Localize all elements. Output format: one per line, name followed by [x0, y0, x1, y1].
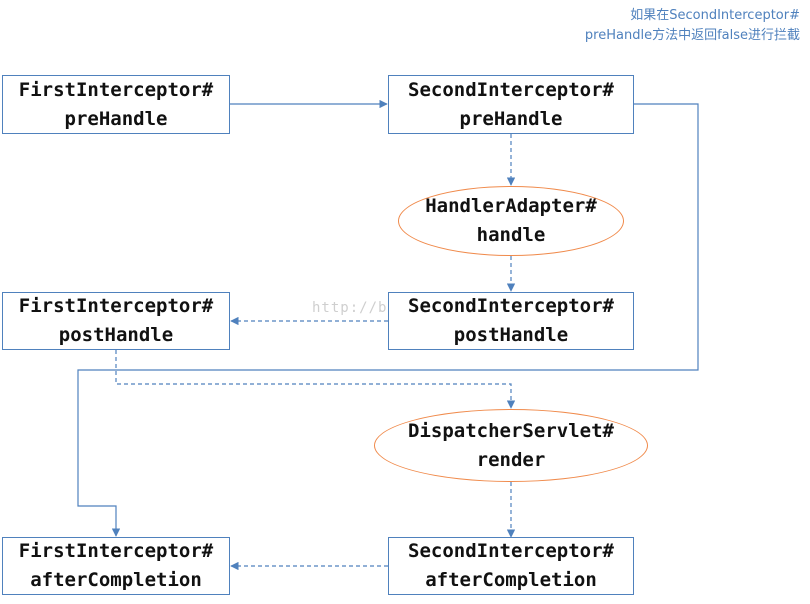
node-label-line-2: afterCompletion [30, 569, 202, 591]
node-label-line-1: FirstInterceptor# [18, 295, 214, 317]
node-label-line-2: handle [476, 224, 546, 246]
node-handler-adapter: HandlerAdapter# handle [398, 186, 624, 256]
node-label-line-2: render [476, 448, 546, 471]
node-label-line-2: postHandle [453, 324, 569, 346]
node-label-line-1: HandlerAdapter# [425, 195, 597, 217]
node-second-posthandle: SecondInterceptor# postHandle [388, 292, 634, 350]
node-label-line-1: FirstInterceptor# [18, 78, 214, 101]
arrow-second-pre-false-to-first-after [77, 103, 699, 537]
node-label-line-2: afterCompletion [425, 569, 597, 591]
node-label-line-1: SecondInterceptor# [408, 295, 614, 317]
node-first-posthandle: FirstInterceptor# postHandle [2, 292, 230, 350]
annotation-line-1: 如果在SecondInterceptor# [630, 8, 800, 23]
node-label-line-1: FirstInterceptor# [18, 540, 214, 562]
node-second-aftercompletion: SecondInterceptor# afterCompletion [388, 537, 634, 595]
node-label-line-2: preHandle [64, 107, 168, 130]
node-label-line-2: postHandle [58, 324, 174, 346]
node-label-line-1: SecondInterceptor# [408, 540, 614, 562]
annotation-note: 如果在SecondInterceptor# preHandle方法中返回fals… [585, 6, 800, 46]
arrow-first-post-to-render [115, 350, 516, 409]
node-first-prehandle: FirstInterceptor# preHandle [2, 75, 230, 134]
node-second-prehandle: SecondInterceptor# preHandle [388, 75, 634, 134]
node-dispatcher-render: DispatcherServlet# render [374, 409, 648, 482]
node-label-line-2: preHandle [459, 107, 563, 130]
annotation-line-2: preHandle方法中返回false进行拦截 [584, 28, 800, 43]
node-label-line-1: DispatcherServlet# [408, 419, 614, 442]
node-label-line-1: SecondInterceptor# [408, 78, 614, 101]
node-first-aftercompletion: FirstInterceptor# afterCompletion [2, 537, 230, 595]
